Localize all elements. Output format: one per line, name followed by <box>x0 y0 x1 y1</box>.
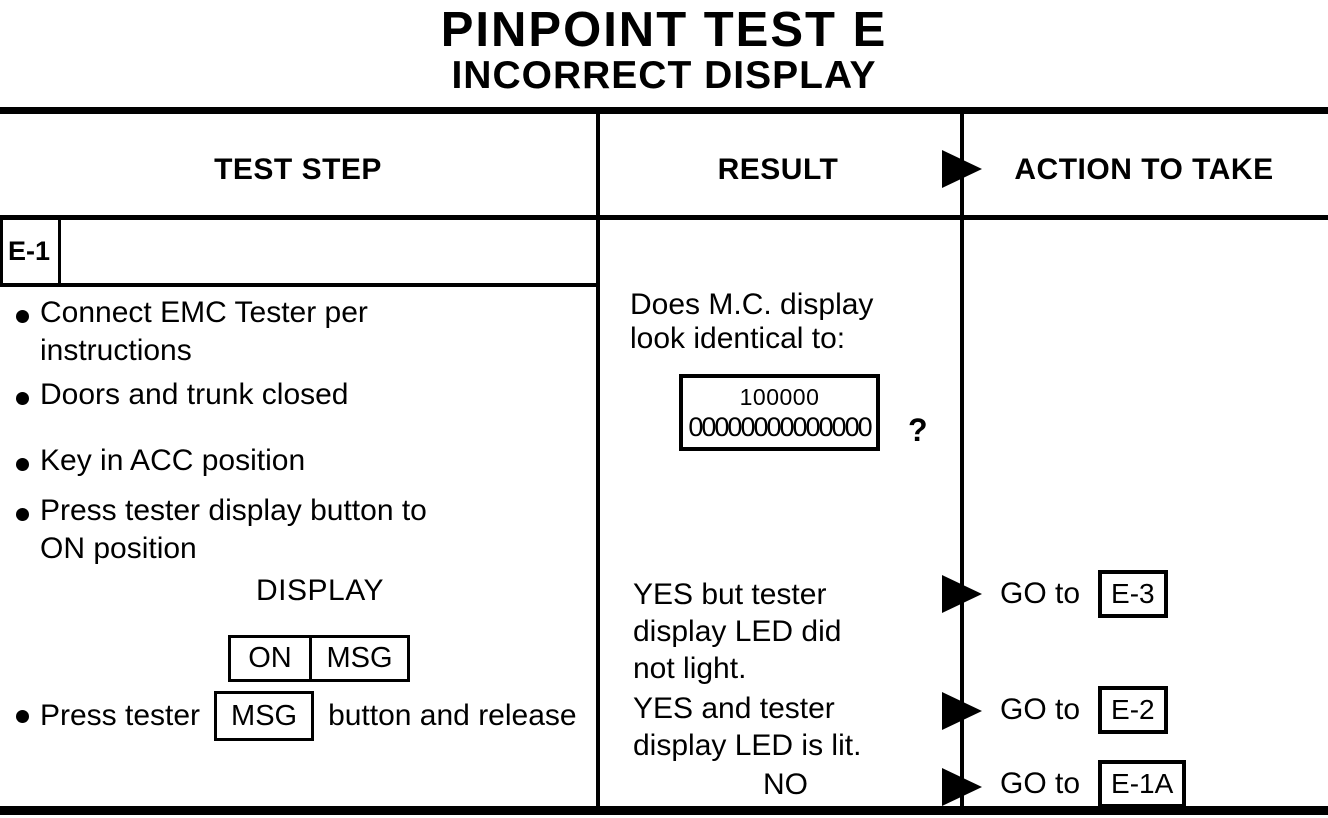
action-go-to-e1a: GO to E-1A <box>1000 760 1187 808</box>
tester-display-switch: ON MSG <box>228 635 410 682</box>
step-line: ON position <box>40 532 197 565</box>
target-ref-box: E-3 <box>1098 570 1168 618</box>
question-mark: ? <box>908 412 928 448</box>
test-step-result-divider <box>596 107 600 809</box>
step-line: button and release <box>328 699 577 732</box>
test-step-item: Connect EMC Tester per instructions <box>40 294 368 370</box>
test-step-item: Press tester display button to ON positi… <box>40 492 427 568</box>
target-ref-box: E-1A <box>1098 760 1187 808</box>
column-header-test-step: TEST STEP <box>214 153 382 186</box>
step-line: instructions <box>40 334 192 367</box>
flow-arrow-icon <box>942 692 982 730</box>
result-outcome-yes-led-lit: YES and tester display LED is lit. <box>633 690 861 764</box>
result-outcome-no: NO <box>763 766 808 803</box>
column-header-result: RESULT <box>717 153 839 186</box>
go-to-label: GO to <box>1000 767 1081 800</box>
outcome-line: YES but tester <box>633 578 827 611</box>
outcome-line: not light. <box>633 652 747 685</box>
outcome-line: display LED is lit. <box>633 729 862 762</box>
switch-msg-cell: MSG <box>326 642 393 674</box>
outcome-line: display LED did <box>633 615 842 648</box>
column-header-action-to-take: ACTION TO TAKE <box>1014 153 1274 186</box>
table-bottom-border <box>0 806 1328 815</box>
step-line: Press tester display button to <box>40 494 427 527</box>
bullet-icon <box>16 508 29 521</box>
go-to-label: GO to <box>1000 693 1081 726</box>
step-id-box-bottom-border <box>0 283 598 287</box>
action-go-to-e2: GO to E-2 <box>1000 686 1168 734</box>
bullet-icon <box>16 310 29 323</box>
display-section-label: DISPLAY <box>256 574 384 607</box>
flow-arrow-icon <box>942 768 982 806</box>
question-line: look identical to: <box>630 322 846 355</box>
step-line: Doors and trunk closed <box>40 378 349 411</box>
table-top-border <box>0 107 1328 114</box>
target-ref-box: E-2 <box>1098 686 1168 734</box>
flow-arrow-icon <box>942 575 982 613</box>
test-step-item-msg: Press tester MSG button and release <box>40 688 577 744</box>
header-bottom-border <box>0 215 1328 220</box>
step-line: Press tester <box>40 699 201 732</box>
page-subtitle: INCORRECT DISPLAY <box>451 54 877 97</box>
result-outcome-yes-led-off: YES but tester display LED did not light… <box>633 576 841 687</box>
step-id-box-right-border <box>58 220 61 283</box>
bullet-icon <box>16 392 29 405</box>
page-title: PINPOINT TEST E <box>440 3 888 57</box>
outcome-line: NO <box>763 768 808 801</box>
action-go-to-e3: GO to E-3 <box>1000 570 1168 618</box>
question-line: Does M.C. display <box>630 288 874 321</box>
bullet-icon <box>16 458 29 471</box>
step-line: Connect EMC Tester per <box>40 296 368 329</box>
go-to-label: GO to <box>1000 577 1081 610</box>
test-step-item: Key in ACC position <box>40 442 305 480</box>
step-line: Key in ACC position <box>40 444 306 477</box>
msg-button-box: MSG <box>214 691 315 741</box>
test-step-item: Doors and trunk closed <box>40 376 349 414</box>
outcome-line: YES and tester <box>633 692 835 725</box>
bullet-icon <box>16 710 29 723</box>
result-question: Does M.C. display look identical to: <box>630 288 873 356</box>
step-id-box-left-border <box>0 220 3 283</box>
mc-display-box: 100000 00000000000000 <box>679 374 880 451</box>
mc-display-line: 100000 <box>739 383 820 410</box>
switch-on-cell: ON <box>231 638 312 679</box>
header-flow-arrow-icon <box>942 150 982 188</box>
step-id-label: E-1 <box>7 236 51 266</box>
mc-display-line: 00000000000000 <box>688 411 872 442</box>
result-action-divider <box>960 107 964 809</box>
